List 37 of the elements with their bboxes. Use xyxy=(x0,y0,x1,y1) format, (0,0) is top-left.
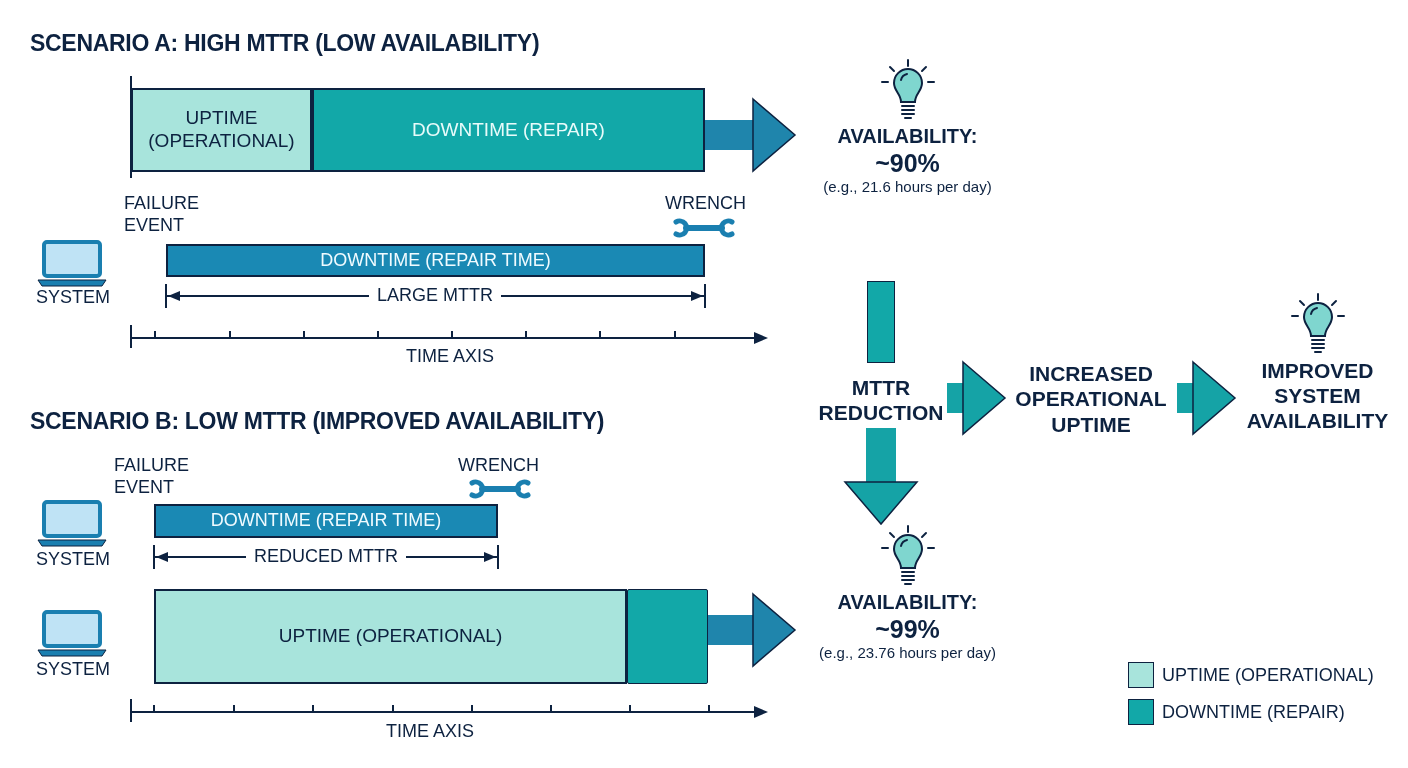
section-heading: SCENARIO B: LOW MTTR (IMPROVED AVAILABILITY) xyxy=(30,408,605,436)
repair-time-bar xyxy=(154,504,498,538)
segment-label: DOWNTIME (REPAIR TIME) xyxy=(320,249,551,272)
downtime-segment xyxy=(627,589,708,684)
event-label: FAILURE EVENT xyxy=(114,455,191,499)
event-label: FAILURE EVENT xyxy=(124,193,201,237)
system-label: SYSTEM xyxy=(36,549,110,571)
tool-label: WRENCH xyxy=(665,193,746,215)
availability-example: (e.g., 23.76 hours per day) xyxy=(819,644,996,662)
block-arrow xyxy=(708,593,796,667)
repair-time-bar xyxy=(166,244,705,277)
flow-step-label: MTTR REDUCTION xyxy=(815,372,947,428)
block-arrow xyxy=(844,428,918,525)
availability-example: (e.g., 21.6 hours per day) xyxy=(823,178,992,196)
flow-step-label: INCREASED OPERATIONAL UPTIME xyxy=(1005,360,1177,438)
block-arrow xyxy=(1177,361,1236,435)
availability-heading: AVAILABILITY: xyxy=(837,124,978,148)
flow-step-label: IMPROVED SYSTEM AVAILABILITY xyxy=(1245,358,1390,434)
block-arrow xyxy=(947,361,1006,435)
segment-label: UPTIME (OPERATIONAL) xyxy=(278,625,503,648)
segment-label: DOWNTIME (REPAIR) xyxy=(412,118,605,142)
availability-heading: AVAILABILITY: xyxy=(837,590,978,614)
downtime-segment xyxy=(312,88,705,172)
availability-value: ~90% xyxy=(875,148,940,178)
uptime-segment xyxy=(131,88,312,172)
system-label: SYSTEM xyxy=(36,287,110,309)
availability-value: ~99% xyxy=(875,614,940,644)
uptime-segment xyxy=(154,589,627,684)
segment-label: DOWNTIME (REPAIR TIME) xyxy=(210,510,442,532)
legend-label: UPTIME (OPERATIONAL) xyxy=(1162,664,1374,686)
section-heading: SCENARIO A: HIGH MTTR (LOW AVAILABILITY) xyxy=(30,30,540,58)
block-arrow xyxy=(705,98,796,172)
legend-label: DOWNTIME (REPAIR) xyxy=(1162,701,1345,723)
bar-block xyxy=(867,281,895,363)
tool-label: WRENCH xyxy=(458,455,539,477)
segment-label: UPTIME (OPERATIONAL) xyxy=(147,107,296,153)
system-label: SYSTEM xyxy=(36,659,110,681)
